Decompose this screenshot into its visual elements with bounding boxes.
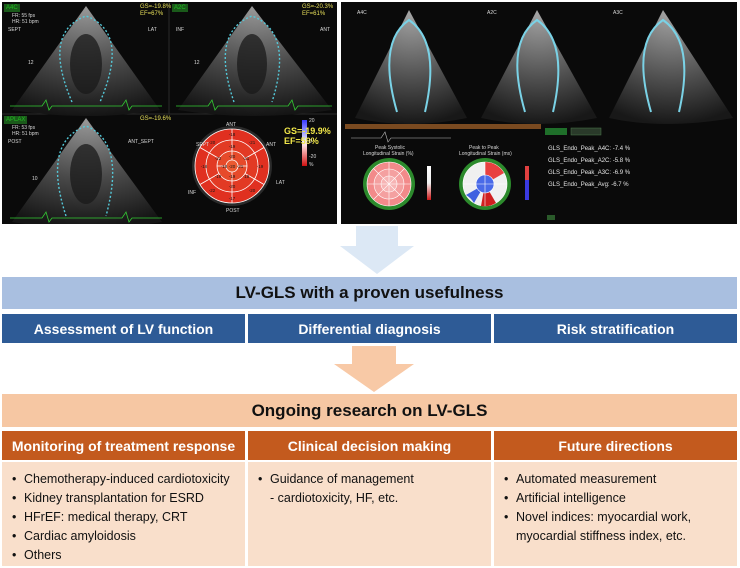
proven-usefulness-title: LV-GLS with a proven usefulness: [2, 277, 737, 309]
svg-text:-20: -20: [209, 140, 216, 145]
a2c-left-label: INF: [176, 27, 185, 33]
svg-text:-19: -19: [257, 164, 264, 169]
aplax-right-label: ANT_SEPT: [128, 139, 154, 145]
map1-title-line2: Longitudinal Strain (%): [363, 151, 414, 157]
echo-left-graphics: -18-21-19 -20-17-22 -18-20 -19-21-18 -20…: [2, 2, 337, 224]
bullseye-label-right: LAT: [276, 180, 285, 186]
list-item: - cardiotoxicity, HF, etc.: [270, 491, 399, 505]
list-item: Kidney transplantation for ESRD: [12, 489, 237, 508]
ongoing-research-title: Ongoing research on LV-GLS: [2, 394, 737, 427]
a4c-fr: FR: 55 fps: [12, 13, 36, 19]
svg-text:-19: -19: [229, 144, 236, 149]
a4c-gs: GS=-19.8%: [140, 4, 172, 10]
view-tag-a2c: A2C: [172, 4, 188, 12]
bullseye-label-top-right: ANT: [266, 142, 276, 148]
future-directions-list: Automated measurement Artificial intelli…: [494, 462, 737, 566]
header-monitoring: Monitoring of treatment response: [2, 431, 245, 460]
aplax-depth: 10: [32, 176, 38, 182]
aplax-left-label: POST: [8, 139, 22, 145]
a4c-depth: 12: [28, 60, 34, 66]
svg-text:-21: -21: [243, 156, 250, 161]
map2-title-line1: Peak to Peak: [469, 145, 499, 151]
scale-top: 20: [309, 118, 315, 124]
category-differential-diagnosis: Differential diagnosis: [248, 314, 491, 343]
list-item: HFrEF: medical therapy, CRT: [12, 508, 237, 527]
svg-text:-19: -19: [229, 174, 236, 179]
map2-title-line2: Longitudinal Strain (ms): [459, 151, 512, 157]
monitoring-list: Chemotherapy-induced cardiotoxicity Kidn…: [2, 462, 245, 566]
list-item: Cardiac amyloidosis: [12, 527, 237, 546]
bullseye-label-bottom-left: INF: [188, 190, 197, 196]
view-tag-a3c-right: A3C: [613, 10, 623, 16]
bullseye-label-left: SEPT: [196, 142, 210, 148]
svg-text:-20: -20: [249, 188, 256, 193]
aplax-hr: HR: 51 bpm: [12, 131, 39, 137]
a2c-right-label: ANT: [320, 27, 330, 33]
strain-color-scale: [302, 120, 307, 166]
bullseye-ef: EF=59%: [284, 136, 319, 146]
a4c-hr: HR: 51 bpm: [12, 19, 39, 25]
map1-title-line1: Peak Systolic: [375, 145, 406, 151]
peak-to-peak-map: [459, 158, 511, 210]
gls-a3c-value: GLS_Endo_Peak_A3C: -6.9 %: [548, 170, 631, 176]
svg-text:-20: -20: [229, 164, 236, 169]
echo-right-graphics: [345, 10, 733, 220]
list-item: Novel indices: myocardial work,: [504, 508, 729, 527]
gls-avg-value: GLS_Endo_Peak_Avg: -6.7 %: [548, 182, 629, 188]
list-item: myocardial stiffness index, etc.: [516, 529, 686, 543]
bullseye-plot: -18-21-19 -20-17-22 -18-20 -19-21-18 -20…: [192, 126, 272, 206]
list-item: Automated measurement: [504, 470, 729, 489]
list-item: Guidance of management: [258, 470, 483, 489]
svg-text:-22: -22: [209, 188, 216, 193]
bullseye-label-bottom: POST: [226, 208, 240, 214]
list-item: Chemotherapy-induced cardiotoxicity: [12, 470, 237, 489]
bullseye-label-top: ANT: [226, 122, 236, 128]
a4c-right-label: LAT: [148, 27, 157, 33]
a4c-ef: EF=67%: [140, 11, 164, 17]
view-tag-a2c-right: A2C: [487, 10, 497, 16]
svg-text:-19: -19: [215, 174, 222, 179]
scale-bottom: -20: [309, 154, 317, 160]
view-tag-a4c-right: A4C: [357, 10, 367, 16]
a2c-depth: 12: [194, 60, 200, 66]
aplax-gs: GS=-19.6%: [140, 116, 172, 122]
category-risk-stratification: Risk stratification: [494, 314, 737, 343]
header-clinical-decision: Clinical decision making: [248, 431, 491, 460]
view-tag-a4c: A4C: [4, 4, 20, 12]
down-arrow-orange: [334, 346, 414, 392]
svg-text:-18: -18: [229, 132, 236, 137]
svg-text:-21: -21: [249, 140, 256, 145]
gls-endo-values: GLS_Endo_Peak_A4C: -7.4 % GLS_Endo_Peak_…: [548, 143, 630, 191]
list-item: Others: [12, 546, 237, 565]
scale-zero: 0: [309, 139, 312, 145]
echo-image-right: A4C A2C A3C Peak Systolic Longitudinal S…: [341, 2, 737, 224]
scale-unit: %: [309, 162, 314, 168]
category-lv-function: Assessment of LV function: [2, 314, 245, 343]
peak-systolic-map: [363, 158, 415, 210]
svg-text:-20: -20: [229, 184, 236, 189]
a2c-ef: EF=61%: [302, 11, 326, 17]
svg-text:-21: -21: [237, 164, 244, 169]
list-item: Artificial intelligence: [504, 489, 729, 508]
svg-text:-18: -18: [201, 164, 208, 169]
svg-text:-17: -17: [229, 196, 236, 201]
svg-text:-18: -18: [243, 174, 250, 179]
clinical-decision-list: Guidance of management - cardiotoxicity,…: [248, 462, 491, 566]
svg-text:-22: -22: [215, 156, 222, 161]
echo-image-left: -18-21-19 -20-17-22 -18-20 -19-21-18 -20…: [2, 2, 337, 224]
header-future-directions: Future directions: [494, 431, 737, 460]
svg-text:-18: -18: [221, 164, 228, 169]
a2c-gs: GS=-20.3%: [302, 4, 334, 10]
a4c-left-label: SEPT: [8, 27, 22, 33]
bullseye-gs: GS=-19.9%: [284, 126, 331, 136]
aplax-fr: FR: 53 fps: [12, 125, 36, 131]
aplax-contour: [56, 125, 114, 217]
gls-a2c-value: GLS_Endo_Peak_A2C: -5.8 %: [548, 158, 631, 164]
gls-a4c-value: GLS_Endo_Peak_A4C: -7.4 %: [548, 146, 631, 152]
view-tag-aplax: APLAX: [4, 116, 28, 124]
svg-text:-20: -20: [229, 154, 236, 159]
down-arrow-blue: [340, 226, 414, 274]
